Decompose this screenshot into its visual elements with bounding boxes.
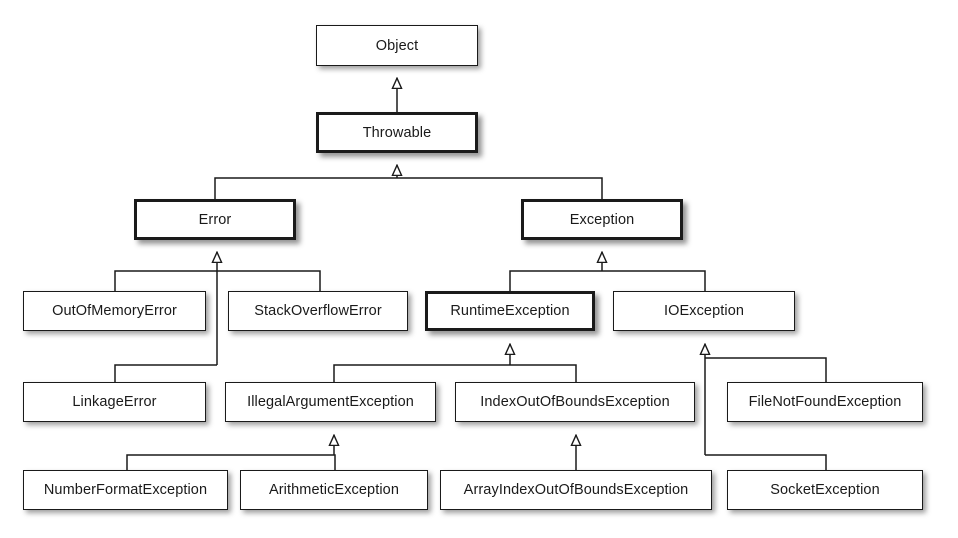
- class-box-runtimeexception[interactable]: RuntimeException: [425, 291, 595, 331]
- class-box-arrayindexoutofboundsexception[interactable]: ArrayIndexOutOfBoundsException: [440, 470, 712, 510]
- class-label-indexoutofboundsexception: IndexOutOfBoundsException: [480, 394, 670, 410]
- class-label-object: Object: [375, 37, 419, 54]
- class-box-socketexception[interactable]: SocketException: [727, 470, 923, 510]
- class-box-object[interactable]: Object: [316, 25, 478, 66]
- edge-numberformatexception-to-illegalargumentexception: [126, 454, 336, 470]
- edge-illegalargumentexception-to-runtimeexception: [333, 364, 577, 382]
- class-box-outofmemoryerror[interactable]: OutOfMemoryError: [23, 291, 206, 331]
- class-label-outofmemoryerror: OutOfMemoryError: [52, 303, 177, 319]
- class-box-filenotfoundexception[interactable]: FileNotFoundException: [727, 382, 923, 422]
- class-label-stackoverflowerror: StackOverflowError: [254, 303, 382, 319]
- class-label-filenotfoundexception: FileNotFoundException: [748, 394, 902, 410]
- class-label-linkageerror: LinkageError: [72, 394, 157, 410]
- class-box-exception[interactable]: Exception: [521, 199, 683, 240]
- class-box-indexoutofboundsexception[interactable]: IndexOutOfBoundsException: [455, 382, 695, 422]
- class-box-arithmeticexception[interactable]: ArithmeticException: [240, 470, 428, 510]
- class-label-error: Error: [198, 211, 232, 228]
- class-box-error[interactable]: Error: [134, 199, 296, 240]
- class-box-ioexception[interactable]: IOException: [613, 291, 795, 331]
- class-label-illegalargumentexception: IllegalArgumentException: [247, 394, 414, 410]
- class-label-arrayindexoutofboundsexception: ArrayIndexOutOfBoundsException: [463, 482, 689, 498]
- class-box-linkageerror[interactable]: LinkageError: [23, 382, 206, 422]
- class-box-throwable[interactable]: Throwable: [316, 112, 478, 153]
- class-box-numberformatexception[interactable]: NumberFormatException: [23, 470, 228, 510]
- class-label-throwable: Throwable: [362, 124, 432, 141]
- class-label-ioexception: IOException: [663, 303, 745, 319]
- edge-linkageerror-to-error: [114, 364, 217, 382]
- class-label-arithmeticexception: ArithmeticException: [268, 482, 400, 498]
- class-label-runtimeexception: RuntimeException: [450, 303, 570, 319]
- edge-filenotfoundexception-to-ioexception: [705, 357, 827, 382]
- edge-error-to-throwable: [214, 177, 603, 199]
- class-label-exception: Exception: [569, 211, 635, 228]
- edge-socketexception-to-ioexception: [705, 454, 827, 470]
- edge-outofmemoryerror-to-error: [114, 270, 321, 291]
- edge-runtimeexception-to-exception: [509, 270, 706, 291]
- class-box-stackoverflowerror[interactable]: StackOverflowError: [228, 291, 408, 331]
- class-label-socketexception: SocketException: [770, 482, 880, 498]
- class-box-illegalargumentexception[interactable]: IllegalArgumentException: [225, 382, 436, 422]
- class-label-numberformatexception: NumberFormatException: [43, 482, 208, 498]
